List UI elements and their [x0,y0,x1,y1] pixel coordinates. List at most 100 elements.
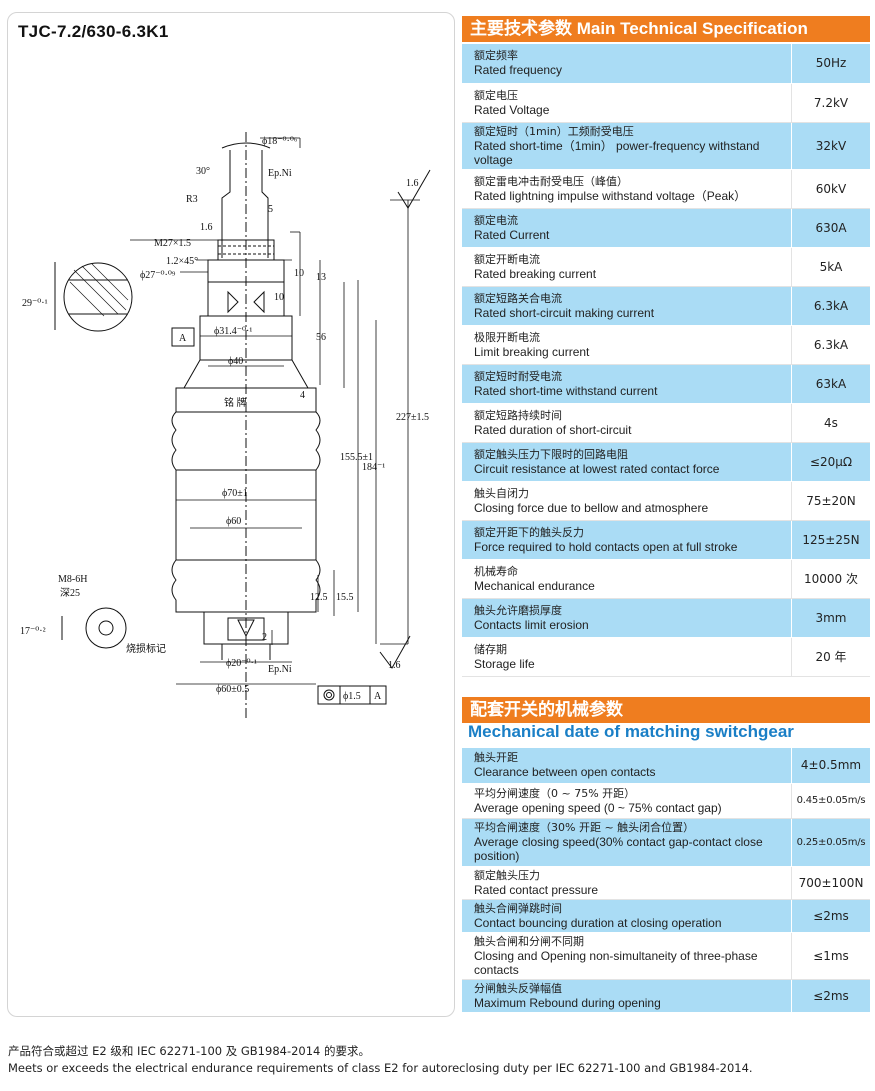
spec-value: 700±100N [791,866,870,900]
spec-value: 125±25N [791,520,870,560]
spec-value: 5kA [791,247,870,287]
svg-text:1.6: 1.6 [388,660,401,671]
svg-text:ϕ1.5: ϕ1.5 [343,691,361,702]
spec-value: 10000 次 [791,559,870,599]
svg-text:10: 10 [274,292,284,303]
spec-value: 4s [791,403,870,443]
drawing-panel [7,12,455,1017]
spec-value: 6.3kA [791,286,870,326]
svg-text:ϕ60: ϕ60 [226,516,241,527]
svg-text:M27×1.5: M27×1.5 [154,238,191,249]
svg-text:铭 牌: 铭 牌 [224,396,247,409]
spec-value: 3mm [791,598,870,638]
bottom-flange [203,611,289,645]
spec-name-cn: 额定开距下的触头反力 [474,525,584,539]
spec-name-cn: 额定短路持续时间 [474,408,562,422]
svg-text:Ep.Ni: Ep.Ni [268,168,292,179]
spec-name-en: Clearance between open contacts [474,765,656,780]
spec-name-en: Closing and Opening non-simultaneity of … [474,948,758,977]
spec-value: 6.3kA [791,325,870,365]
datum-box [171,327,195,347]
spec-name-en: Mechanical endurance [474,578,595,593]
spec-name-cn: 储存期 [474,642,507,656]
spec-name-en: Contact bouncing duration at closing ope… [474,915,722,930]
spec-name-cn: 触头合闸和分闸不同期 [474,934,584,948]
spec-name-cn: 触头开距 [474,751,518,765]
svg-text:13: 13 [316,272,326,283]
spec-name: 平均分闸速度（0 ~ 75% 开距）Average opening speed … [462,783,792,819]
spec-value: 32kV [791,122,870,170]
spec-name-cn: 机械寿命 [474,564,518,578]
spec-name-en: Rated duration of short-circuit [474,422,632,437]
spec-name-cn: 额定触头压力下限时的回路电阻 [474,447,628,461]
spec-name-en: Contacts limit erosion [474,617,589,632]
spec-value: 75±20N [791,481,870,521]
spec-name-en: Maximum Rebound during opening [474,995,661,1010]
svg-text:15.5: 15.5 [336,592,354,603]
spec-name-en: Circuit resistance at lowest rated conta… [474,461,720,476]
spec-name-en: Rated short-circuit making current [474,305,655,320]
spec-name-cn: 触头自闭力 [474,486,529,500]
shaft-top [221,142,271,149]
spec-name-cn: 平均分闸速度（0 ~ 75% 开距） [474,786,636,800]
spec-name-cn: 额定电流 [474,213,518,227]
spec-value: 60kV [791,169,870,209]
spec-name-en: Rated breaking current [474,266,597,281]
spec-name-en: Rated lightning impulse withstand voltag… [474,188,747,203]
spec-value: ≤2ms [791,979,870,1013]
spec-name-cn: 额定电压 [474,88,518,102]
svg-text:ϕ60±0.5: ϕ60±0.5 [216,684,249,695]
spec-name: 平均合闸速度（30% 开距 ~ 触头闭合位置）Average closing s… [462,818,792,867]
spec-name-cn: 额定短时耐受电流 [474,369,562,383]
svg-text:56: 56 [316,332,326,343]
spec-name-cn: 分闸触头反弹幅值 [474,981,562,995]
svg-text:ϕ20⁻⁰·¹: ϕ20⁻⁰·¹ [226,658,257,669]
spec-name-cn: 触头合闸弹跳时间 [474,901,562,915]
svg-text:5: 5 [268,204,273,215]
spec-name: 额定雷电冲击耐受电压（峰值）Rated lightning impulse wi… [462,169,792,209]
svg-text:ϕ70±1: ϕ70±1 [222,488,248,499]
spec-name-en: Rated short-time（1min） power-frequency w… [474,138,760,167]
spec-name-cn: 额定雷电冲击耐受电压（峰值） [474,174,628,188]
spec-value: 4±0.5mm [791,748,870,784]
svg-text:184⁻¹: 184⁻¹ [362,462,385,473]
model-title: TJC-7.2/630-6.3K1 [18,22,169,41]
roughness-top [397,169,431,209]
spec-name-cn: 极限开断电流 [474,330,540,344]
svg-text:30°: 30° [196,166,210,177]
mech-spec-subtitle: Mechanical date of matching switchgear [468,722,794,741]
svg-text:ϕ27⁻⁰·⁰⁹: ϕ27⁻⁰·⁰⁹ [140,270,176,281]
svg-text:10: 10 [294,268,304,279]
spec-row: 平均合闸速度（30% 开距 ~ 触头闭合位置）Average closing s… [462,818,870,867]
spec-value: 0.45±0.05m/s [791,783,870,819]
spec-name-en: Rated Voltage [474,102,550,117]
svg-text:12.5: 12.5 [310,592,328,603]
spec-value: 20 年 [791,637,870,677]
guide-sleeve [199,315,293,361]
spec-value: 7.2kV [791,83,870,123]
spec-name-en: Closing force due to bellow and atmosphe… [474,500,709,515]
main-spec-header: 主要技术参数 Main Technical Specification [462,16,870,42]
spec-name-en: Rated Current [474,227,550,242]
